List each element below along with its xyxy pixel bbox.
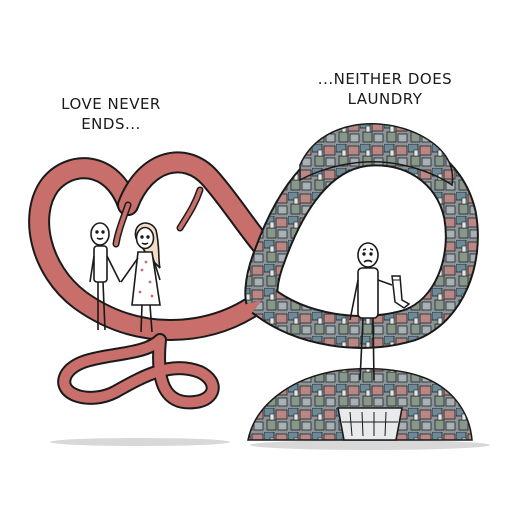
caption-laundry-line-2: LAUNDRY: [347, 90, 423, 108]
sock-icon: [391, 275, 411, 309]
ground-shadow-left: [50, 438, 230, 446]
man-figure: [89, 222, 121, 331]
laundry-ground-pile: [247, 367, 473, 441]
laundry-basket: [337, 407, 403, 441]
laundry-top-pile: [299, 123, 454, 187]
sad-man-figure: [349, 242, 393, 381]
caption-laundry-line-1: ...NEITHER DOES: [317, 70, 453, 88]
caption-love: LOVE NEVER ENDS...: [36, 94, 186, 134]
woman-figure: [120, 222, 161, 333]
caption-love-line-2: ENDS...: [81, 115, 141, 133]
ground-shadow-right: [250, 440, 490, 450]
caption-love-line-1: LOVE NEVER: [61, 95, 161, 113]
caption-laundry: ...NEITHER DOES LAUNDRY: [300, 69, 470, 109]
